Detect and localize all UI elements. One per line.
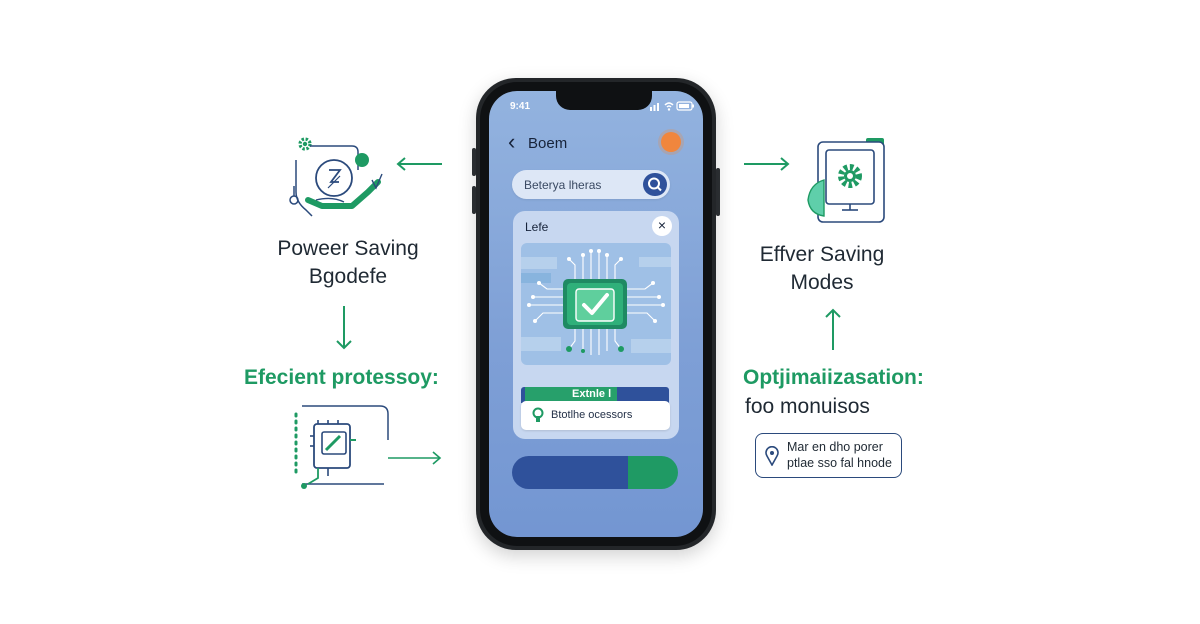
mode-note-box bbox=[755, 433, 902, 478]
processor-board-icon bbox=[294, 405, 442, 489]
arrow-up-icon bbox=[825, 308, 841, 350]
efficient-saving-label-line1: Effver Saving bbox=[759, 243, 885, 266]
mode-toggle[interactable] bbox=[512, 456, 678, 489]
arrow-left-icon bbox=[396, 157, 442, 171]
power-saving-gear-icon bbox=[289, 137, 383, 217]
shield-icon bbox=[532, 407, 544, 422]
tab-label[interactable]: Extnle l bbox=[572, 388, 612, 400]
toggle-left-segment[interactable] bbox=[512, 456, 628, 489]
chip-illustration bbox=[521, 243, 671, 365]
phone-notch bbox=[556, 88, 652, 110]
power-saving-label-line1: Poweer Saving bbox=[277, 237, 419, 260]
arrow-down-icon bbox=[336, 306, 352, 350]
card-title: Lefe bbox=[525, 220, 549, 234]
power-saving-label-line2: Bgodefe bbox=[308, 265, 388, 288]
result-label: Btotlhe ocessors bbox=[551, 409, 633, 421]
tab-strip bbox=[521, 387, 669, 403]
efficient-saving-label-line2: Modes bbox=[790, 271, 854, 294]
phone-power-button bbox=[716, 168, 720, 216]
search-button[interactable] bbox=[643, 173, 667, 196]
app-title: Boem bbox=[528, 135, 568, 152]
result-row[interactable] bbox=[521, 401, 670, 430]
location-pin-icon bbox=[765, 446, 779, 466]
close-icon: × bbox=[657, 217, 667, 233]
optimization-sublabel: foo monuisos bbox=[745, 395, 870, 418]
mode-note-line2: ptlae sso fal hnode bbox=[787, 456, 892, 470]
document-gear-icon bbox=[807, 138, 885, 223]
arrow-right-icon bbox=[744, 157, 790, 171]
close-button[interactable]: × bbox=[652, 216, 672, 236]
efficient-processor-label: Efecient protessoy: bbox=[244, 366, 439, 389]
power-saving-label: Poweer Saving Bgodefe bbox=[268, 235, 428, 291]
search-icon bbox=[648, 177, 662, 192]
checkmark-chip-icon bbox=[521, 249, 671, 355]
phone-volume-button bbox=[472, 148, 476, 176]
efficient-saving-label: Effver Saving Modes bbox=[742, 241, 902, 297]
status-icons bbox=[650, 101, 694, 111]
status-time: 9:41 bbox=[510, 101, 531, 112]
toggle-right-segment[interactable] bbox=[628, 456, 678, 489]
back-button[interactable]: ‹ bbox=[508, 129, 516, 154]
search-placeholder: Beterya lheras bbox=[524, 178, 602, 192]
mode-note-line1: Mar en dho porer bbox=[787, 440, 883, 454]
notification-dot[interactable] bbox=[661, 132, 681, 152]
phone-volume-button bbox=[472, 186, 476, 214]
optimization-label: Optjimaiizasation: bbox=[743, 366, 924, 389]
